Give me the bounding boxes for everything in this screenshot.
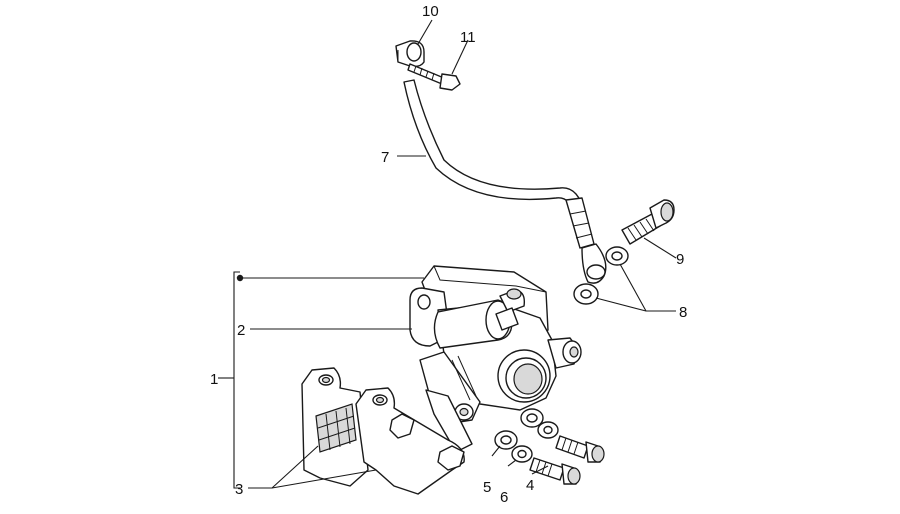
callout-5: 5 (483, 479, 491, 496)
banjo-bolt-part (621, 199, 675, 245)
callout-4: 4 (526, 477, 534, 494)
callout-labels: 1 2 3 4 5 6 7 8 9 10 11 (210, 3, 687, 506)
mounting-bolts-part (494, 408, 605, 485)
callout-1: 1 (210, 371, 218, 388)
leader-lines (218, 19, 677, 489)
brake-hose-part (403, 79, 607, 284)
brake-pads-part (301, 367, 465, 495)
clamp-bolt-part (407, 63, 461, 91)
callout-11: 11 (460, 29, 476, 46)
hose-clamp-part (395, 40, 425, 68)
banjo-washers-part (573, 246, 629, 305)
callout-2: 2 (237, 322, 245, 339)
brake-caliper-part (409, 265, 582, 453)
callout-7: 7 (381, 149, 389, 166)
callout-9: 9 (676, 251, 684, 268)
callout-10: 10 (422, 3, 439, 20)
callout-3: 3 (235, 481, 243, 498)
callout-6: 6 (500, 489, 508, 506)
callout-8: 8 (679, 304, 687, 321)
